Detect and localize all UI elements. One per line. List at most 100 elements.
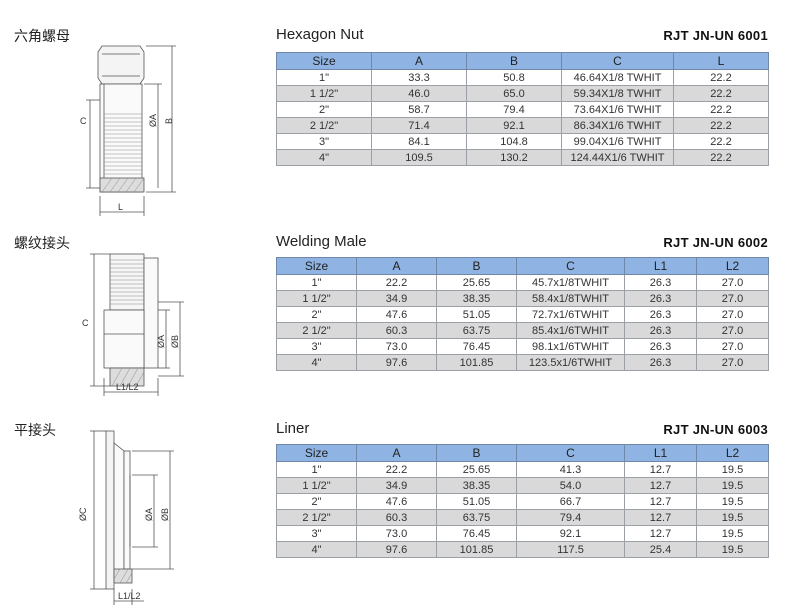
column-header: Size bbox=[276, 257, 357, 275]
table-cell: 3" bbox=[276, 338, 357, 355]
section-en-title: Hexagon Nut bbox=[276, 26, 364, 43]
table-cell: 4" bbox=[276, 541, 357, 558]
table-cell: 26.3 bbox=[624, 290, 697, 307]
table-cell: 59.34X1/8 TWHIT bbox=[561, 85, 674, 102]
liner-drawing: ØC ØA ØB L1/L2 bbox=[78, 430, 174, 605]
table-cell: 12.7 bbox=[624, 525, 697, 542]
table-cell: 46.0 bbox=[371, 85, 467, 102]
table-cell: 22.2 bbox=[673, 101, 769, 118]
table-cell: 71.4 bbox=[371, 117, 467, 134]
table-cell: 123.5x1/6TWHIT bbox=[516, 354, 625, 371]
column-header: Size bbox=[276, 52, 372, 70]
table-cell: 73.0 bbox=[356, 525, 437, 542]
table-cell: 19.5 bbox=[696, 525, 769, 542]
table-cell: 26.3 bbox=[624, 274, 697, 291]
section-cn-title: 平接头 bbox=[14, 423, 56, 439]
table-cell: 26.3 bbox=[624, 322, 697, 339]
table-cell: 19.5 bbox=[696, 461, 769, 478]
column-header: L2 bbox=[696, 257, 769, 275]
table-cell: 101.85 bbox=[436, 541, 517, 558]
table-cell: 25.65 bbox=[436, 461, 517, 478]
table-cell: 26.3 bbox=[624, 354, 697, 371]
table-cell: 51.05 bbox=[436, 306, 517, 323]
section-cn-title: 螺纹接头 bbox=[14, 236, 70, 252]
table-cell: 26.3 bbox=[624, 338, 697, 355]
table-cell: 19.5 bbox=[696, 541, 769, 558]
column-header: A bbox=[356, 257, 437, 275]
product-code: RJT JN-UN 6001 bbox=[663, 28, 768, 43]
dim-label-b: B bbox=[164, 118, 174, 124]
table-cell: 1 1/2" bbox=[276, 290, 357, 307]
table-cell: 19.5 bbox=[696, 477, 769, 494]
table-cell: 3" bbox=[276, 133, 372, 150]
table-cell: 38.35 bbox=[436, 477, 517, 494]
table-cell: 12.7 bbox=[624, 493, 697, 510]
dim-label-c: ØC bbox=[78, 507, 88, 521]
table-cell: 34.9 bbox=[356, 290, 437, 307]
dim-label-b: ØB bbox=[160, 508, 170, 521]
dim-label-a: ØA bbox=[148, 114, 158, 127]
welding-male-drawing: C ØA ØB L1/L2 bbox=[82, 253, 184, 396]
column-header: C bbox=[516, 444, 625, 462]
table-cell: 65.0 bbox=[466, 85, 562, 102]
dim-label-l: L1/L2 bbox=[116, 382, 139, 392]
table-cell: 1" bbox=[276, 274, 357, 291]
table-cell: 4" bbox=[276, 149, 372, 166]
dim-label-l: L bbox=[118, 202, 123, 212]
table-cell: 2 1/2" bbox=[276, 322, 357, 339]
table-cell: 2 1/2" bbox=[276, 117, 372, 134]
table-cell: 58.4x1/8TWHIT bbox=[516, 290, 625, 307]
column-header: L1 bbox=[624, 444, 697, 462]
product-code: RJT JN-UN 6002 bbox=[663, 235, 768, 250]
table-cell: 73.0 bbox=[356, 338, 437, 355]
dim-label-a: ØA bbox=[156, 335, 166, 348]
table-cell: 27.0 bbox=[696, 322, 769, 339]
table-cell: 99.04X1/6 TWHIT bbox=[561, 133, 674, 150]
section-en-title: Liner bbox=[276, 420, 310, 437]
table-cell: 2" bbox=[276, 306, 357, 323]
table-cell: 38.35 bbox=[436, 290, 517, 307]
table-cell: 27.0 bbox=[696, 354, 769, 371]
table-cell: 97.6 bbox=[356, 541, 437, 558]
table-cell: 63.75 bbox=[436, 322, 517, 339]
column-header: Size bbox=[276, 444, 357, 462]
table-cell: 72.7x1/6TWHIT bbox=[516, 306, 625, 323]
dim-label-l: L1/L2 bbox=[118, 591, 141, 601]
table-cell: 22.2 bbox=[673, 85, 769, 102]
table-cell: 60.3 bbox=[356, 322, 437, 339]
table-cell: 1 1/2" bbox=[276, 477, 357, 494]
column-header: C bbox=[516, 257, 625, 275]
column-header: C bbox=[561, 52, 674, 70]
table-cell: 19.5 bbox=[696, 509, 769, 526]
table-cell: 22.2 bbox=[673, 149, 769, 166]
section-hexagon-nut: 六角螺母 Hexagon Nut RJT JN-UN 6001 bbox=[0, 0, 800, 216]
table-cell: 76.45 bbox=[436, 525, 517, 542]
dim-label-b: ØB bbox=[170, 335, 180, 348]
section-welding-male: 螺纹接头 Welding Male RJT JN-UN 6002 bbox=[0, 200, 800, 405]
table-cell: 73.64X1/6 TWHIT bbox=[561, 101, 674, 118]
table-cell: 27.0 bbox=[696, 274, 769, 291]
section-en-title: Welding Male bbox=[276, 233, 367, 250]
table-cell: 19.5 bbox=[696, 493, 769, 510]
table-cell: 41.3 bbox=[516, 461, 625, 478]
table-cell: 98.1x1/6TWHIT bbox=[516, 338, 625, 355]
table-cell: 84.1 bbox=[371, 133, 467, 150]
table-cell: 25.65 bbox=[436, 274, 517, 291]
